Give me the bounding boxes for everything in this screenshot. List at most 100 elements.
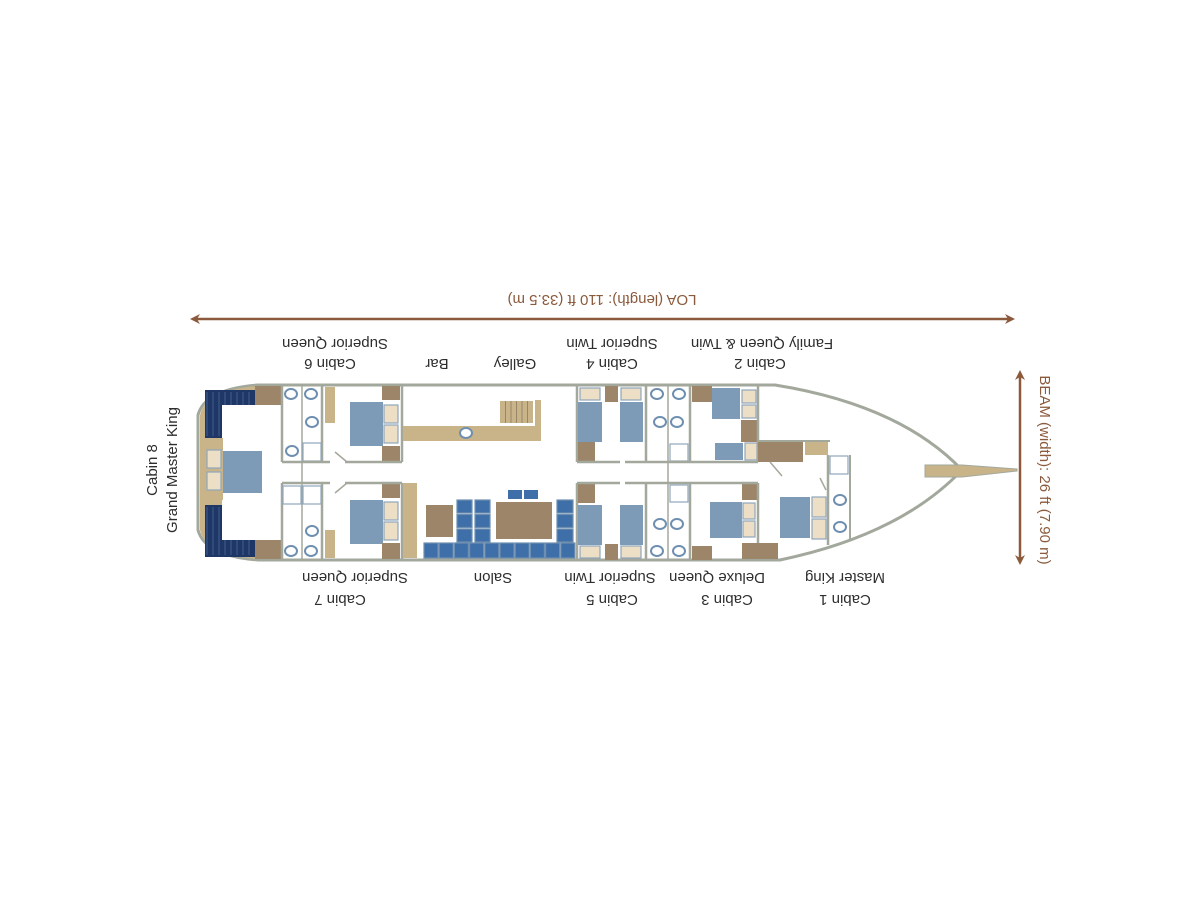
- salon-seat: [484, 542, 500, 559]
- cabin-2-nightstand: [741, 404, 757, 419]
- cabin-1-nightstand: [811, 518, 827, 540]
- cabin-3-cabinet: [692, 546, 712, 560]
- salon-seat: [499, 542, 515, 559]
- salon-seat: [556, 528, 574, 543]
- salon-seat: [474, 499, 491, 514]
- bar-label: Bar: [425, 355, 448, 372]
- cabin-7-name: Cabin 7: [314, 591, 366, 608]
- cabin-6-name: Cabin 6: [304, 355, 356, 372]
- cabin-6-label: Cabin 6 Superior Queen: [282, 335, 388, 372]
- salon-seat: [456, 513, 473, 529]
- salon-side-table: [426, 505, 453, 537]
- sink: [304, 388, 318, 400]
- door: [334, 451, 348, 463]
- cabin-5-headboard: [579, 545, 601, 559]
- cabin-8-label: Cabin 8 Grand Master King: [144, 407, 181, 533]
- cabin-4-name: Cabin 4: [586, 355, 638, 372]
- sink: [650, 545, 664, 557]
- salon-seat: [544, 542, 561, 559]
- cabin-4-bed: [620, 402, 643, 442]
- salon-seat: [423, 542, 439, 559]
- cabin-7-cabinet: [382, 484, 400, 498]
- forward-cabinet: [805, 442, 828, 455]
- toilet: [653, 416, 667, 428]
- cabin-7-nightstand: [383, 501, 399, 521]
- cabin-2-bed: [712, 388, 740, 419]
- cabin-4-type: Superior Twin: [566, 335, 657, 352]
- bowsprit: [924, 464, 1018, 478]
- salon-seat: [456, 528, 473, 543]
- cabin-3-cabinet: [742, 543, 778, 559]
- cabin-1-name: Cabin 1: [819, 591, 871, 608]
- sink: [672, 545, 686, 557]
- salon-seat: [469, 542, 485, 559]
- toilet: [305, 525, 319, 537]
- cabin-7-nightstand: [383, 521, 399, 541]
- cabin-1-nightstand: [811, 496, 827, 518]
- stern-bench: [205, 438, 223, 500]
- cabin-2-label: Cabin 2 Family Queen & Twin: [691, 335, 833, 372]
- cabin-5-cabinet: [578, 484, 595, 503]
- cabin-8-name: Cabin 8: [144, 444, 161, 496]
- galley-counter: [535, 400, 541, 441]
- salon-seat: [438, 542, 454, 559]
- stern-cushion: [206, 471, 222, 491]
- toilet: [653, 518, 667, 530]
- cabin-2-type: Family Queen & Twin: [691, 335, 833, 352]
- shower: [669, 443, 689, 462]
- cabin-4-headboard: [620, 387, 642, 401]
- cabin-1-sink: [833, 521, 847, 533]
- toilet: [285, 445, 299, 457]
- cabin-6-wardrobe: [325, 387, 335, 423]
- beam-label: BEAM (width): 26 ft (7.90 m): [1036, 375, 1053, 564]
- shower: [282, 485, 302, 505]
- cabin-8-bed: [223, 451, 262, 493]
- cabin-2-cabinet: [741, 420, 757, 442]
- cabin-1-label: Cabin 1 Master King: [805, 569, 885, 608]
- salon-seat: [456, 499, 473, 514]
- cabin-2-cabinet: [692, 386, 712, 402]
- cabin-2-name: Cabin 2: [734, 355, 786, 372]
- cabin-8-cabinet: [255, 540, 282, 559]
- salon-chair: [524, 490, 538, 499]
- cabin-5-type: Superior Twin: [564, 569, 655, 586]
- cabin-5-name: Cabin 5: [586, 591, 638, 608]
- toilet: [305, 416, 319, 428]
- cabin-5-label: Cabin 5 Superior Twin: [564, 569, 655, 608]
- cabin-8-cabinet: [255, 386, 282, 405]
- cabin-6-nightstand: [383, 404, 399, 424]
- door: [819, 477, 827, 491]
- salon-label: Salon: [474, 569, 512, 586]
- sink: [650, 388, 664, 400]
- cabin-3-bed: [710, 502, 742, 538]
- cabin-7-bed: [350, 500, 383, 544]
- salon-chair: [508, 490, 522, 499]
- cabin-1-shower: [829, 455, 849, 475]
- salon-column: [403, 483, 417, 558]
- toilet: [670, 518, 684, 530]
- cabin-2-nightstand: [741, 389, 757, 404]
- salon-table: [496, 502, 552, 539]
- salon-seat: [556, 513, 574, 529]
- shower: [302, 485, 322, 505]
- cabin-7-wardrobe: [325, 530, 335, 558]
- sink: [284, 545, 298, 557]
- cabin-4-bed: [578, 402, 602, 442]
- cabin-6-cabinet: [382, 446, 400, 462]
- sink: [284, 388, 298, 400]
- cabin-6-type: Superior Queen: [282, 335, 388, 352]
- door: [334, 482, 348, 494]
- stern-cushion: [206, 449, 222, 469]
- cabin-1-type: Master King: [805, 569, 885, 586]
- cabin-4-headboard: [579, 387, 601, 401]
- cabin-8-type: Grand Master King: [164, 407, 181, 533]
- cabin-5-bed: [620, 505, 643, 545]
- cabin-2-nightstand: [744, 442, 758, 461]
- cabin-5-cabinet: [605, 544, 618, 560]
- cabin-1-bed: [780, 497, 810, 538]
- salon-seat: [514, 542, 530, 559]
- cabin-3-nightstand: [742, 520, 756, 538]
- salon-seat: [474, 528, 491, 543]
- cabin-1-toilet: [833, 494, 847, 506]
